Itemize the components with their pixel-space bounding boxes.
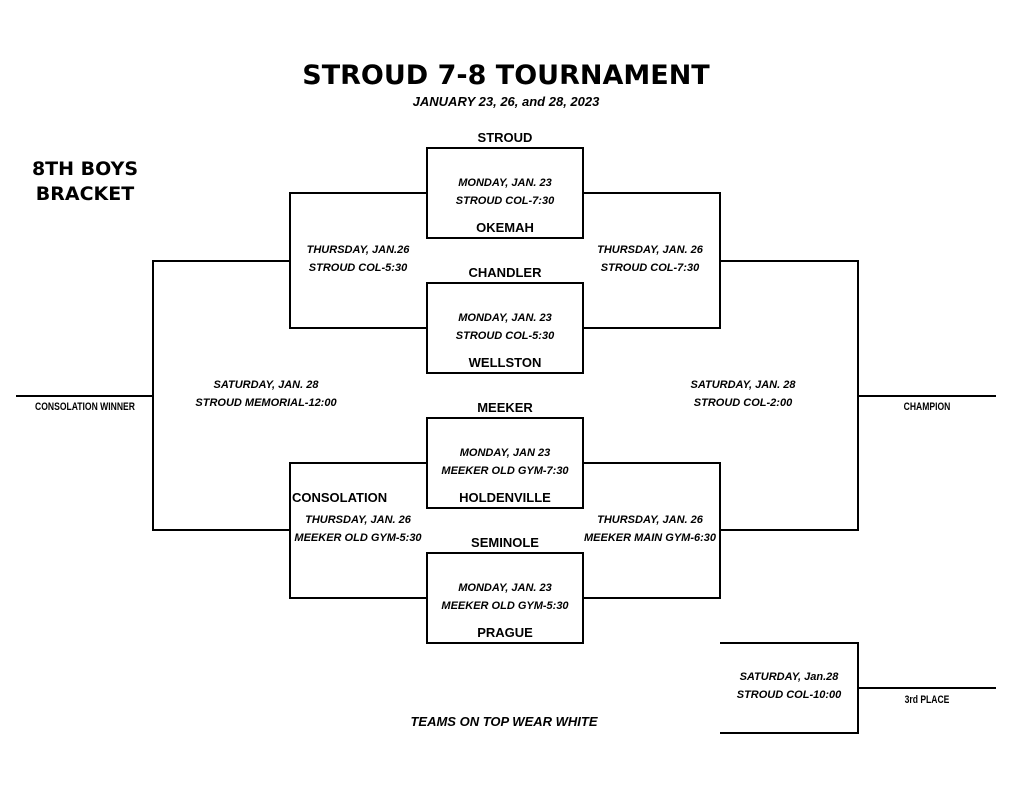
championship-info: SATURDAY, JAN. 28 STROUD COL-2:00	[663, 377, 823, 412]
tournament-dates: JANUARY 23, 26, and 28, 2023	[412, 94, 600, 109]
champion-label: CHAMPION	[903, 401, 951, 413]
game-3-site: MEEKER OLD GYM-7:30	[441, 464, 569, 477]
semi-top-info: THURSDAY, JAN. 26 STROUD COL-7:30	[580, 242, 720, 277]
team-meeker: MEEKER	[477, 400, 533, 415]
game-2-site: STROUD COL-5:30	[455, 329, 555, 342]
third-place-site: STROUD COL-10:00	[736, 688, 842, 701]
cons-bottom-date: THURSDAY, JAN. 26	[305, 514, 411, 526]
game-4-site: MEEKER OLD GYM-5:30	[441, 599, 569, 612]
game-4-date: MONDAY, JAN. 23	[458, 582, 552, 594]
team-okemah: OKEMAH	[476, 220, 534, 235]
game-3-info: MONDAY, JAN 23 MEEKER OLD GYM-7:30	[425, 445, 585, 480]
game-1-info: MONDAY, JAN. 23 STROUD COL-7:30	[425, 175, 585, 210]
bracket-name-line1: 8TH BOYS	[31, 158, 139, 180]
page-title: STROUD 7-8 TOURNAMENT	[302, 60, 710, 91]
team-wellston: WELLSTON	[468, 355, 542, 370]
bracket-name: 8TH BOYS BRACKET	[10, 157, 160, 207]
game-2-date: MONDAY, JAN. 23	[458, 312, 552, 324]
game-1-date: MONDAY, JAN. 23	[458, 177, 552, 189]
third-place-label: 3rd PLACE	[904, 694, 950, 706]
semi-bottom-date: THURSDAY, JAN. 26	[597, 514, 703, 526]
cons-final-info: SATURDAY, JAN. 28 STROUD MEMORIAL-12:00	[186, 377, 346, 412]
cons-final-site: STROUD MEMORIAL-12:00	[195, 396, 337, 409]
team-holdenville: HOLDENVILLE	[459, 490, 551, 505]
consolation-winner-label: CONSOLATION WINNER	[35, 401, 135, 413]
bracket-name-line2: BRACKET	[35, 183, 135, 205]
game-1-site: STROUD COL-7:30	[455, 194, 555, 207]
team-chandler: CHANDLER	[468, 265, 542, 280]
cons-bottom-site: MEEKER OLD GYM-5:30	[294, 531, 422, 544]
third-place-info: SATURDAY, Jan.28 STROUD COL-10:00	[720, 669, 858, 704]
cons-top-date: THURSDAY, JAN.26	[306, 244, 410, 256]
consolation-label: CONSOLATION	[292, 490, 388, 505]
footer-note: TEAMS ON TOP WEAR WHITE	[410, 714, 598, 729]
team-seminole: SEMINOLE	[471, 535, 539, 550]
semi-top-site: STROUD COL-7:30	[600, 261, 700, 274]
cons-top-info: THURSDAY, JAN.26 STROUD COL-5:30	[288, 242, 428, 277]
team-prague: PRAGUE	[477, 625, 533, 640]
third-place-date: SATURDAY, Jan.28	[739, 671, 839, 683]
championship-site: STROUD COL-2:00	[693, 396, 793, 409]
game-3-date: MONDAY, JAN 23	[459, 447, 551, 459]
cons-bottom-info: THURSDAY, JAN. 26 MEEKER OLD GYM-5:30	[288, 512, 428, 547]
team-stroud: STROUD	[477, 130, 533, 145]
semi-bottom-info: THURSDAY, JAN. 26 MEEKER MAIN GYM-6:30	[580, 512, 720, 547]
semi-bottom-site: MEEKER MAIN GYM-6:30	[583, 531, 717, 544]
championship-date: SATURDAY, JAN. 28	[690, 379, 796, 391]
game-4-info: MONDAY, JAN. 23 MEEKER OLD GYM-5:30	[425, 580, 585, 615]
game-2-info: MONDAY, JAN. 23 STROUD COL-5:30	[425, 310, 585, 345]
semi-top-date: THURSDAY, JAN. 26	[597, 244, 703, 256]
cons-top-site: STROUD COL-5:30	[308, 261, 408, 274]
cons-final-date: SATURDAY, JAN. 28	[213, 379, 319, 391]
